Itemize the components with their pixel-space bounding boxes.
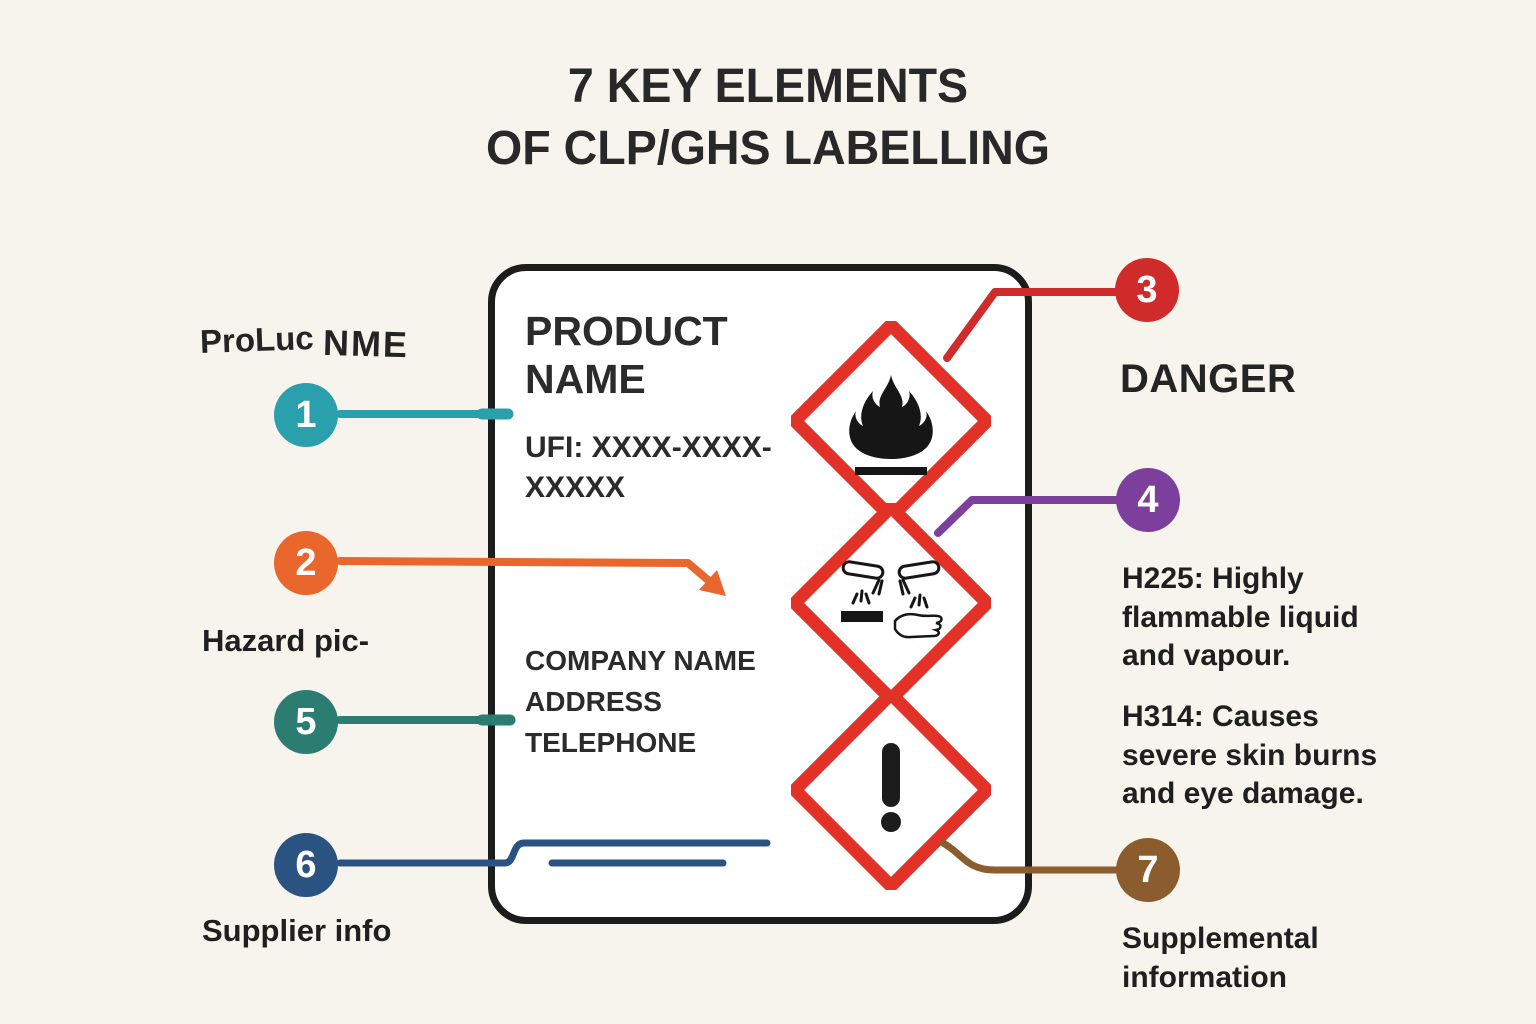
callout-3-badge: 3 <box>1115 258 1179 322</box>
supplier-identity-text: COMPANY NAME ADDRESS TELEPHONE <box>525 640 756 763</box>
company-name-text: COMPANY NAME <box>525 645 756 676</box>
signal-word-danger: DANGER <box>1120 357 1297 401</box>
label-supplemental-information: Supplemental information <box>1122 922 1319 994</box>
callout-7-badge: 7 <box>1116 838 1180 902</box>
exclamation-mark-icon <box>881 743 901 832</box>
callout-5-badge: 5 <box>274 690 338 754</box>
page-title: 7 KEY ELEMENTS OF CLP/GHS LABELLING <box>23 56 1513 181</box>
flammable-pictogram <box>791 321 991 521</box>
flame-icon <box>849 375 933 475</box>
product-name-text: PRODUCT NAME <box>525 308 728 402</box>
hazard-statement-h314: H314: Causes severe skin burns and eye d… <box>1122 700 1378 811</box>
ufi-text: UFI: XXXX-XXXX- XXXXX <box>525 431 772 505</box>
address-text: ADDRESS <box>525 686 662 718</box>
label-hazard-pictogram: Hazard pic- <box>202 623 370 658</box>
page-title-line1: 7 KEY ELEMENTS <box>567 60 969 113</box>
hazard-statement-h225: H225: Highly flammable liquid and vapour… <box>1122 562 1359 673</box>
label-supplier-info: Supplier info <box>202 913 392 948</box>
callout-1-badge: 1 <box>274 383 338 447</box>
telephone-text: TELEPHONE <box>525 727 697 759</box>
page-title-line2: OF CLP/GHS LABELLING <box>486 122 1050 176</box>
callout-2-badge: 2 <box>274 531 338 595</box>
callout-4-badge: 4 <box>1116 468 1180 532</box>
pictogram-frame <box>791 503 991 703</box>
corrosive-pictogram <box>791 503 991 703</box>
corrosive-icon <box>841 560 943 639</box>
exclamation-pictogram <box>791 690 991 890</box>
callout-6-badge: 6 <box>274 833 338 897</box>
